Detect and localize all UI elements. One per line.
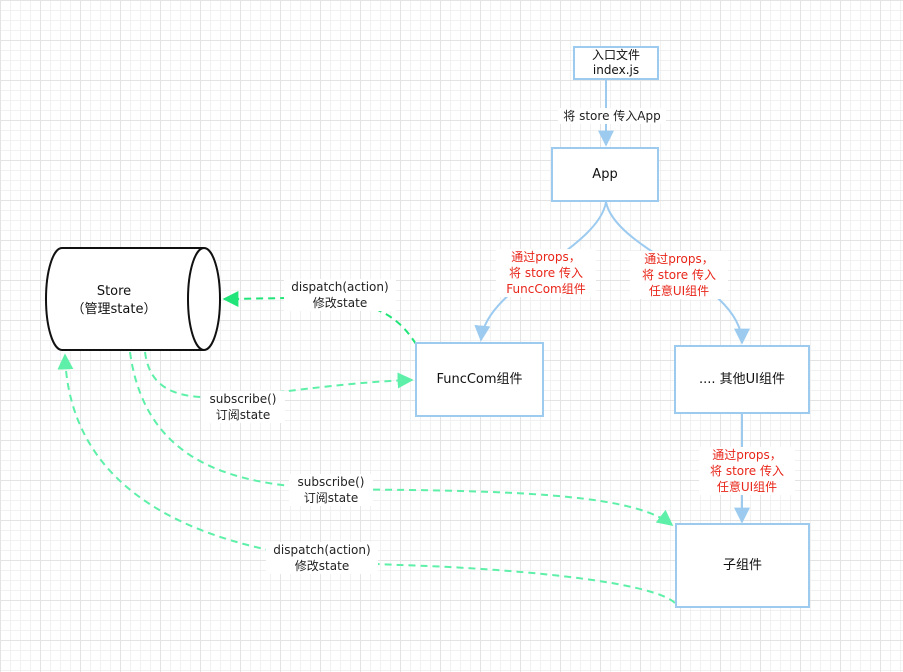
arrow-store-subscribe-to-funccom xyxy=(144,351,414,399)
other-ui-node-label: .... 其他UI组件 xyxy=(698,371,785,387)
store-node-line1: Store xyxy=(96,284,132,299)
arrow-store-subscribe-to-child xyxy=(129,351,674,526)
label-app-to-funccom: 通过props， 将 store 传入 FuncCom组件 xyxy=(496,249,596,297)
app-node-label: App xyxy=(592,166,618,182)
store-node-line2: （管理state） xyxy=(71,302,157,317)
child-node-label: 子组件 xyxy=(722,557,762,573)
store-cylinder xyxy=(45,247,221,351)
funccom-node: FuncCom组件 xyxy=(415,342,544,417)
label-store-subscribe-funccom: subscribe() 订阅state xyxy=(201,391,285,423)
label-entry-to-app: 将 store 传入App xyxy=(558,108,666,124)
label-other-ui-to-child: 通过props， 将 store 传入 任意UI组件 xyxy=(699,447,795,495)
label-funccom-dispatch: dispatch(action) 修改state xyxy=(284,279,396,311)
label-child-dispatch: dispatch(action) 修改state xyxy=(266,542,378,574)
arrow-child-dispatch-to-store xyxy=(57,353,676,604)
entry-node: 入口文件 index.js xyxy=(573,46,659,80)
store-node-text: Store （管理state） xyxy=(58,283,170,319)
label-app-to-other-ui: 通过props， 将 store 传入 任意UI组件 xyxy=(630,251,728,299)
entry-node-line1: 入口文件 xyxy=(591,48,640,62)
label-store-subscribe-child: subscribe() 订阅state xyxy=(289,474,373,506)
funccom-node-label: FuncCom组件 xyxy=(436,371,523,387)
child-node: 子组件 xyxy=(675,523,810,608)
entry-node-line2: index.js xyxy=(592,63,640,77)
app-node: App xyxy=(551,147,659,202)
other-ui-node: .... 其他UI组件 xyxy=(674,345,810,414)
